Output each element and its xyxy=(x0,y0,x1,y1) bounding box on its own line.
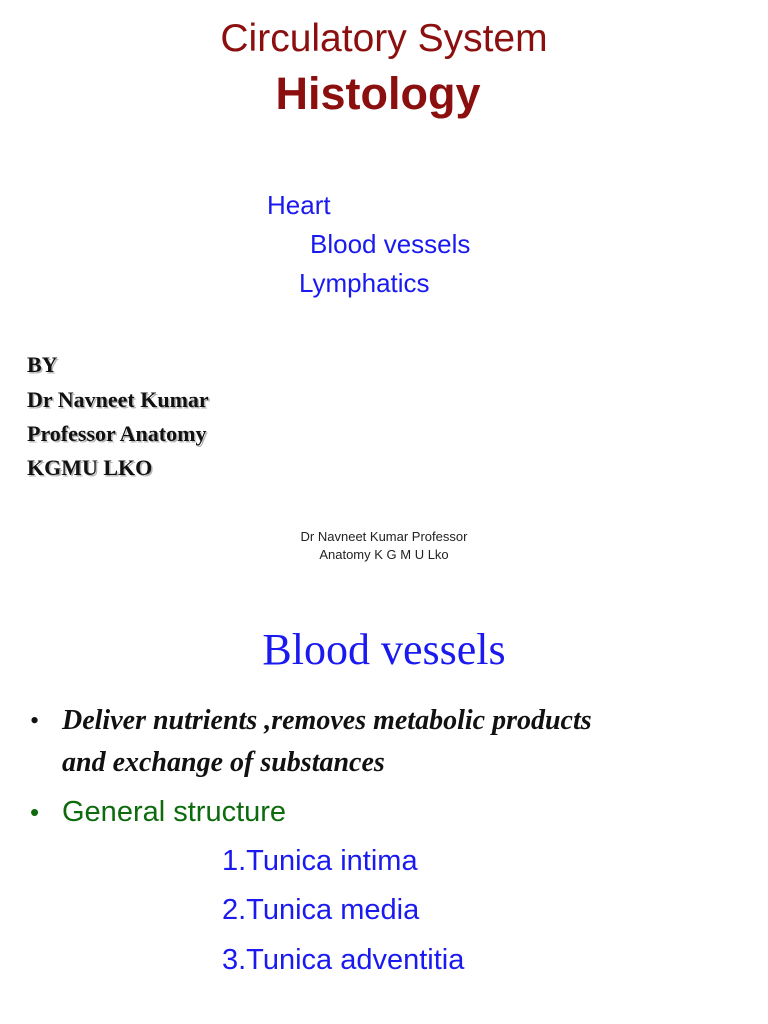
blood-vessels-title: Blood vessels xyxy=(262,625,506,674)
topic-blood-vessels: Blood vessels xyxy=(310,229,471,259)
author-institution: KGMU LKO xyxy=(27,455,153,480)
layer-tunica-media: 2.Tunica media xyxy=(222,894,420,926)
footer-line2: Anatomy K G M U Lko xyxy=(319,547,449,562)
bullet-dot-icon: • xyxy=(30,797,40,827)
bullet-item-structure: • General structure xyxy=(30,795,286,829)
author-by: BY xyxy=(27,352,58,377)
bullet-text-line1: Deliver nutrients ,removes metabolic pro… xyxy=(62,705,592,736)
bullet-text-line2: and exchange of substances xyxy=(62,747,385,778)
bullet-structure-text: General structure xyxy=(62,796,287,828)
author-title: Professor Anatomy xyxy=(27,421,207,446)
footer-line1: Dr Navneet Kumar Professor xyxy=(300,529,468,544)
layer-tunica-adventitia: 3.Tunica adventitia xyxy=(222,944,465,976)
topic-lymphatics: Lymphatics xyxy=(299,268,430,298)
layer-tunica-intima: 1.Tunica intima xyxy=(222,845,418,877)
author-name: Dr Navneet Kumar xyxy=(27,387,209,412)
topic-heart: Heart xyxy=(267,190,331,220)
slide-title-line2: Histology xyxy=(275,68,481,119)
bullet-dot-icon: • xyxy=(30,706,40,735)
slide-title-line1: Circulatory System xyxy=(220,17,548,60)
bullet-item-function: • Deliver nutrients ,removes metabolic pr… xyxy=(30,704,592,738)
